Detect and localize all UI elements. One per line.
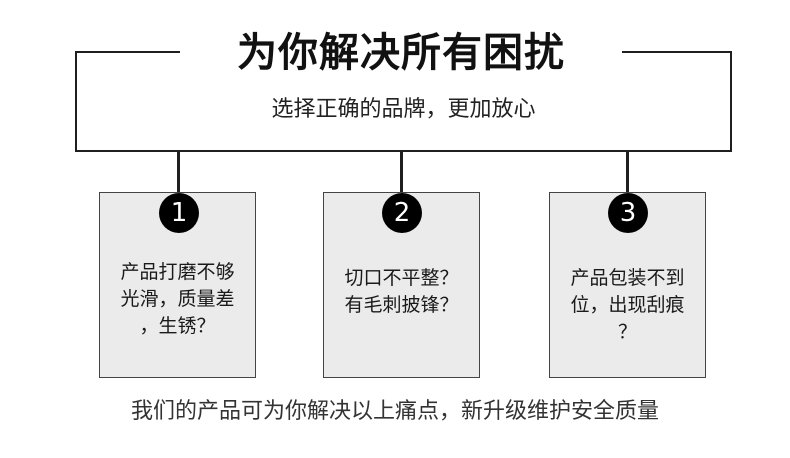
card-3-line-2: 位，出现刮痕	[570, 294, 685, 316]
connector-line-1	[177, 152, 180, 212]
card-1-line-3: ，生锈？	[139, 315, 216, 337]
page-title: 为你解决所有困扰	[237, 30, 565, 76]
card-1-line-1: 产品打磨不够	[120, 261, 235, 283]
title-background	[180, 28, 622, 78]
card-2-line-1: 切口不平整？	[344, 267, 459, 289]
card-3-number-badge: 3	[608, 193, 648, 233]
card-1-line-2: 光滑，质量差	[120, 288, 235, 310]
card-2-line-2: 有毛刺披锋？	[344, 294, 459, 316]
connector-line-3	[626, 152, 629, 212]
card-3-line-1: 产品包装不到	[570, 267, 685, 289]
pain-point-card-2: 切口不平整？ 有毛刺披锋？	[323, 192, 480, 378]
card-2-text: 切口不平整？ 有毛刺披锋？	[328, 265, 475, 319]
card-2-number-badge: 2	[382, 193, 422, 233]
card-3-line-3: ？	[617, 321, 637, 343]
connector-line-2	[400, 152, 403, 212]
card-1-number-badge: 1	[159, 193, 199, 233]
page-subtitle: 选择正确的品牌，更加放心	[271, 97, 536, 122]
card-1-text: 产品打磨不够 光滑，质量差 ，生锈？	[104, 259, 251, 340]
card-3-text: 产品包装不到 位，出现刮痕 ？	[554, 265, 701, 346]
footer-tagline: 我们的产品可为你解决以上痛点，新升级维护安全质量	[130, 399, 659, 424]
